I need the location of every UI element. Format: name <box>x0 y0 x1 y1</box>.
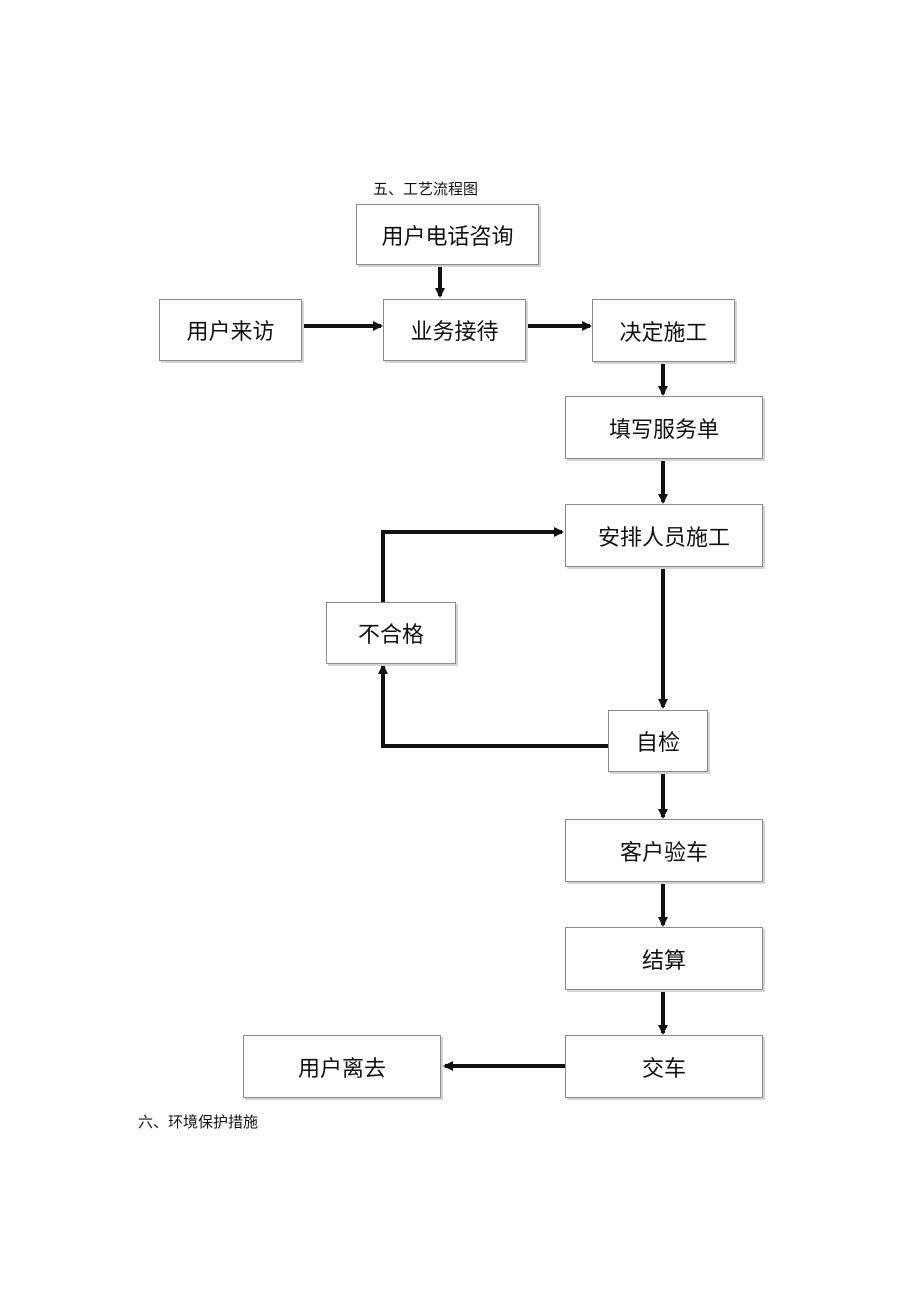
box-fill-service-form: 填写服务单 <box>565 396 763 459</box>
box-unqualified: 不合格 <box>326 602 456 664</box>
section-heading-environmental-protection: 六、环境保护措施 <box>138 1113 259 1131</box>
arrow-unqualified-to-arrange <box>381 527 564 602</box>
box-settlement: 结算 <box>565 927 763 990</box>
box-arrange-staff: 安排人员施工 <box>565 504 763 567</box>
arrow-selfcheck-to-unqualified <box>378 664 608 748</box>
box-reception: 业务接待 <box>383 299 526 361</box>
box-phone-inquiry: 用户电话咨询 <box>356 204 539 265</box>
box-customer-leaves: 用户离去 <box>243 1035 441 1098</box>
section-heading-process-flow: 五、工艺流程图 <box>373 180 479 198</box>
box-customer-visit: 用户来访 <box>159 299 302 361</box>
box-decide-construction: 决定施工 <box>592 299 735 362</box>
box-self-check: 自检 <box>608 710 708 772</box>
box-customer-inspection: 客户验车 <box>565 819 763 882</box>
box-car-delivery: 交车 <box>565 1035 763 1098</box>
